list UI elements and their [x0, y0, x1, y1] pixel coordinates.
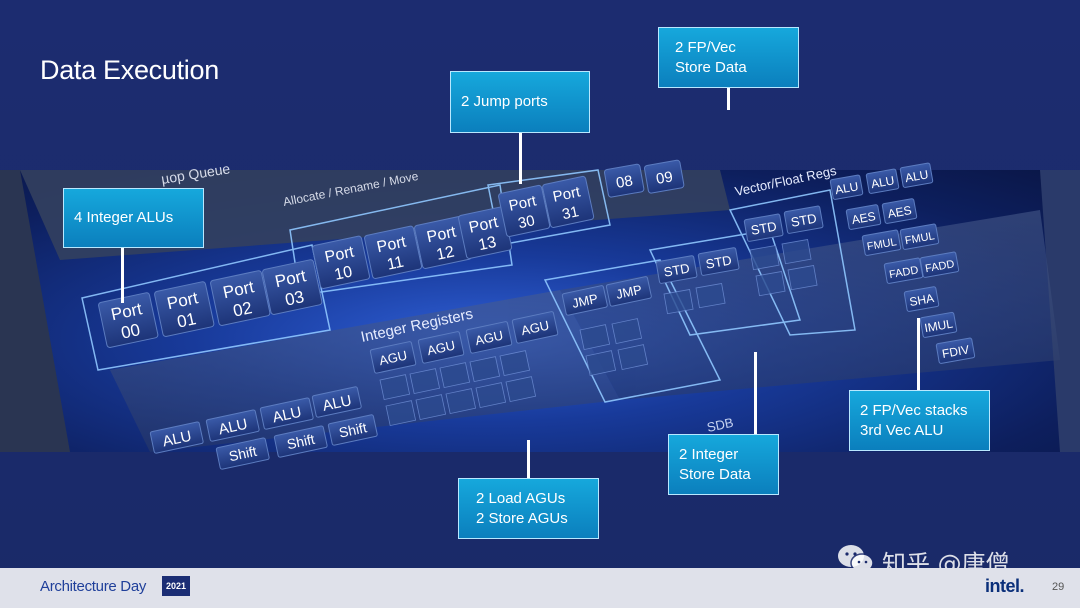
- callout-fp-vec-store-line2: Store Data: [675, 59, 747, 76]
- port-word: Port: [425, 224, 458, 247]
- port-02-number: 02: [231, 298, 253, 321]
- agu-label: AGU: [474, 328, 505, 349]
- callout-load-store-agus: 2 Load AGUs 2 Store AGUs: [458, 478, 599, 539]
- callout-fp-vec-store: 2 FP/Vec Store Data: [658, 27, 799, 88]
- std-units: STD STD STD STD: [655, 205, 824, 284]
- slide-number: 29: [1052, 581, 1065, 593]
- fp-unit-label: SHA: [908, 291, 935, 309]
- port-00-number: 00: [119, 320, 141, 343]
- fp-unit-label: FADD: [888, 264, 919, 281]
- fp-unit-label: FADD: [924, 258, 955, 275]
- die-edge-right: [1040, 170, 1080, 452]
- callout-jump-ports-text: 2 Jump ports: [461, 93, 548, 110]
- connector-fp-vec-store: [727, 88, 730, 110]
- fp-unit-label: FMUL: [904, 230, 936, 247]
- alu-row: ALU ALU ALU ALU: [149, 386, 362, 454]
- port-word: Port: [375, 234, 408, 257]
- agu-label: AGU: [378, 348, 409, 369]
- connector-integer-alus: [121, 248, 124, 303]
- agu-row: AGU AGU AGU AGU: [369, 311, 559, 374]
- std-label: STD: [750, 219, 778, 238]
- callout-load-store-agus-line1: 2 Load AGUs: [476, 490, 566, 507]
- std-label: STD: [663, 260, 691, 279]
- callout-fp-vec-store-line1: 2 FP/Vec: [675, 39, 736, 56]
- jmp-label: JMP: [571, 291, 600, 311]
- port-10-number: 10: [333, 263, 354, 283]
- std-label: STD: [790, 211, 818, 230]
- callout-load-store-agus-line2: 2 Store AGUs: [476, 510, 568, 527]
- port-group-a: Port 00 Port 01 Port 02 Port 03: [98, 259, 323, 348]
- callout-fp-vec-stacks: 2 FP/Vec stacks 3rd Vec ALU: [849, 390, 990, 451]
- shift-label: Shift: [227, 443, 258, 464]
- callout-fp-vec-stacks-line2: 3rd Vec ALU: [860, 422, 944, 439]
- port-01-number: 01: [175, 309, 197, 332]
- port-31-number: 31: [561, 203, 581, 223]
- fp-unit-label: ALU: [870, 173, 895, 191]
- intel-logo: intel.: [985, 576, 1025, 596]
- port-03-number: 03: [283, 287, 305, 310]
- fp-unit-label: FDIV: [941, 342, 970, 361]
- agu-label: AGU: [426, 338, 457, 359]
- fp-unit-label: IMUL: [923, 316, 954, 335]
- jmp-row: JMP JMP: [561, 276, 652, 316]
- connector-load-store-agus: [527, 440, 530, 478]
- std-label: STD: [705, 252, 733, 271]
- callout-integer-alus-text: 4 Integer ALUs: [74, 209, 174, 226]
- wechat-icon: [838, 545, 874, 573]
- shift-label: Shift: [285, 431, 316, 452]
- connector-jump-ports: [519, 132, 522, 184]
- port-30-number: 30: [517, 212, 537, 232]
- port-08-number: 08: [615, 172, 634, 192]
- fp-unit-label: FMUL: [866, 236, 898, 253]
- port-09-number: 09: [655, 168, 674, 188]
- port-11-number: 11: [386, 254, 406, 274]
- fp-unit-stack: ALU ALU ALU AES AES FMUL FMUL FADD FADD …: [829, 162, 976, 364]
- slide-title: Data Execution: [40, 55, 219, 85]
- connector-fp-vec-stacks: [917, 318, 920, 390]
- shift-label: Shift: [337, 419, 368, 440]
- die-shot: µop Queue Allocate / Rename / Move: [0, 159, 1080, 470]
- connector-integer-store: [754, 352, 757, 434]
- die-diagram: µop Queue Allocate / Rename / Move: [0, 159, 1080, 470]
- callout-integer-store-line2: Store Data: [679, 466, 751, 483]
- vector-float-registers-label: Vector/Float Regs: [734, 163, 839, 199]
- fp-unit-label: ALU: [834, 179, 859, 197]
- alu-label: ALU: [161, 428, 193, 451]
- callout-integer-store: 2 Integer Store Data: [668, 434, 779, 495]
- alu-label: ALU: [271, 404, 303, 427]
- port-group-b: Port 10 Port 11 Port 12 Port 13: [312, 206, 513, 289]
- port-13-number: 13: [477, 234, 498, 254]
- footer-brand: Architecture Day: [40, 578, 147, 595]
- callout-fp-vec-stacks-line1: 2 FP/Vec stacks: [860, 402, 968, 419]
- port-group-d: 08 09: [603, 159, 685, 198]
- fp-unit-label: AES: [887, 203, 913, 221]
- port-word: Port: [551, 183, 582, 206]
- callout-integer-alus: 4 Integer ALUs: [63, 188, 204, 248]
- callout-integer-store-line1: 2 Integer: [679, 446, 739, 463]
- alu-label: ALU: [321, 392, 353, 415]
- alu-label: ALU: [217, 416, 249, 439]
- fp-unit-label: AES: [851, 209, 877, 227]
- shift-row: Shift Shift Shift: [215, 414, 378, 470]
- jmp-label: JMP: [615, 282, 644, 302]
- port-word: Port: [467, 214, 500, 237]
- port-group-c: Port 30 Port 31: [498, 175, 595, 237]
- footer-year-badge: 2021: [162, 576, 191, 596]
- port-word: Port: [507, 192, 538, 215]
- register-cells: [379, 239, 818, 427]
- footer: Architecture Day 2021 intel. 29: [0, 568, 1080, 608]
- fp-unit-label: ALU: [904, 167, 929, 185]
- port-12-number: 12: [435, 243, 456, 263]
- callout-jump-ports: 2 Jump ports: [450, 71, 590, 133]
- sdb-label: SDB: [706, 415, 735, 435]
- die-edge: [0, 170, 70, 452]
- agu-label: AGU: [520, 318, 551, 339]
- port-word: Port: [323, 244, 356, 267]
